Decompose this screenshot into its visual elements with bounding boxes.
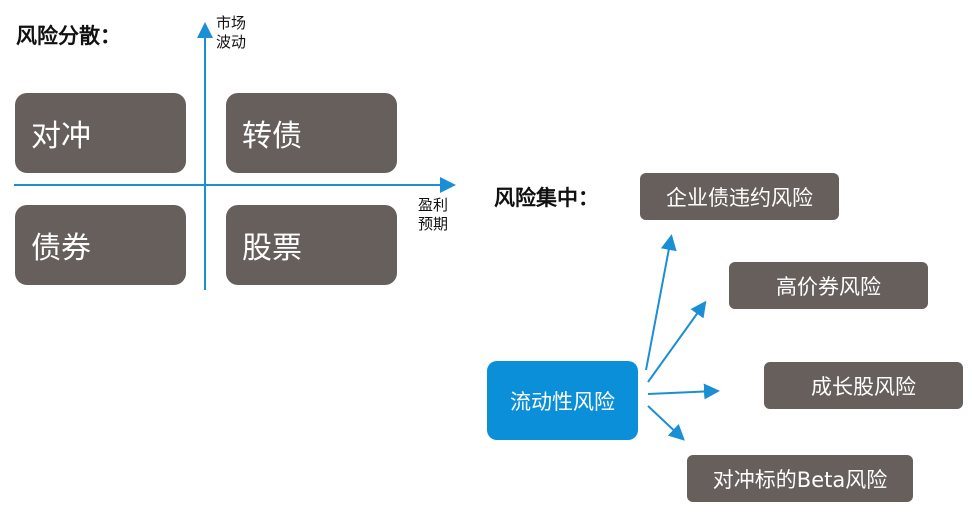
arrow-to-target-3 [647,383,720,400]
arrow-to-target-2 [647,300,707,383]
diversify-title: 风险分散： [16,24,121,48]
quadrant-hedge: 对冲 [15,93,186,173]
arrow-to-target-4 [647,405,685,441]
target-growth-stock: 成长股风险 [764,362,963,409]
target-credit-default: 企业债违约风险 [640,173,839,220]
x-axis-label: 盈利预期 [418,196,448,234]
liquidity-risk-box: 流动性风险 [487,361,638,440]
quadrant-bonds: 债券 [15,205,186,285]
y-axis-label-line: 波动 [216,33,247,51]
quadrant-convertible: 转债 [226,93,397,173]
concentrate-title: 风险集中： [494,186,599,210]
y-axis-label-line: 市场 [216,14,247,32]
arrow-to-target-1 [645,234,677,371]
x-axis-label-line: 盈利 [418,196,449,214]
quadrant-stocks: 股票 [226,205,397,285]
x-axis-label-line: 预期 [418,215,449,233]
target-hedge-beta: 对冲标的Beta风险 [687,455,913,502]
y-axis-label: 市场波动 [216,14,246,52]
target-high-price: 高价券风险 [729,262,928,309]
